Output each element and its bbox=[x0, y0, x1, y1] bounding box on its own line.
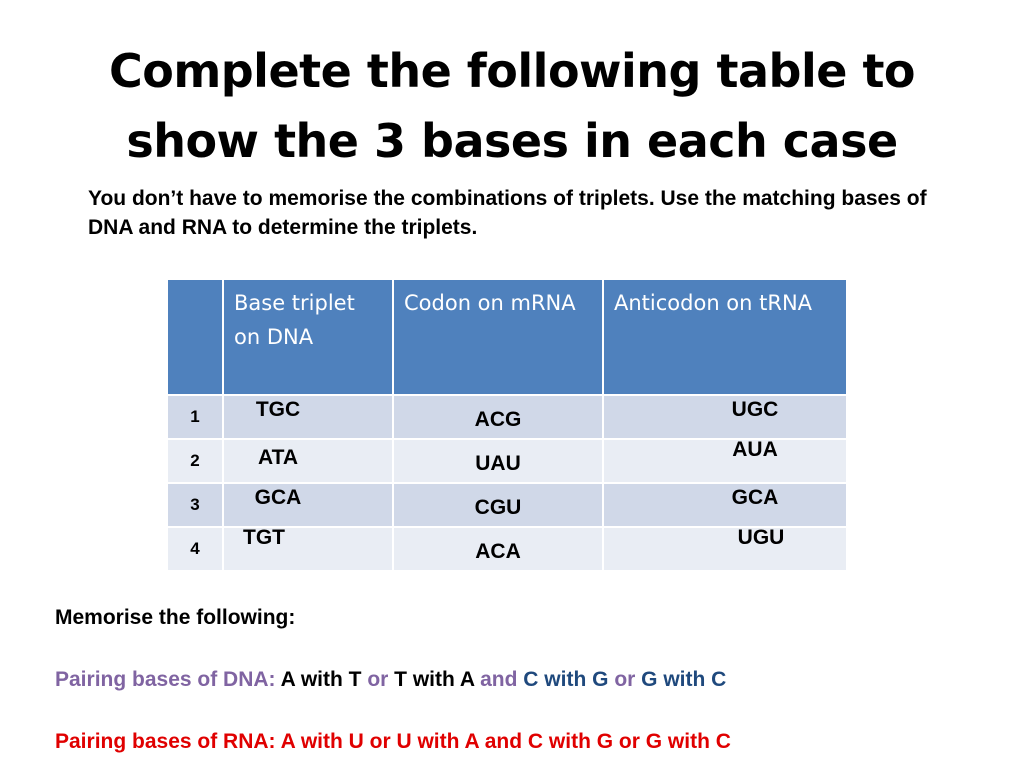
header-index bbox=[166, 278, 224, 396]
row-number: 3 bbox=[166, 482, 224, 528]
mrna-codon-cell: ACA bbox=[392, 526, 604, 572]
dna-pair-g-c: G with C bbox=[641, 668, 727, 691]
row-number: 1 bbox=[166, 394, 224, 440]
dna-triplet-cell: TGT bbox=[222, 526, 394, 572]
mrna-codon-cell: ACG bbox=[392, 394, 604, 440]
dna-triplet: ATA bbox=[257, 446, 299, 469]
dna-pair-a-t: A with T bbox=[280, 668, 362, 691]
title-line-1: Complete the following table to bbox=[108, 44, 916, 98]
trna-anticodon: UGC bbox=[731, 398, 779, 421]
trna-anticodon: GCA bbox=[731, 486, 779, 509]
bases-table: Base triplet on DNA Codon on mRNA Antico… bbox=[166, 278, 848, 572]
header-dna-triplet: Base triplet on DNA bbox=[222, 278, 394, 396]
instruction-text: You don’t have to memorise the combinati… bbox=[88, 187, 927, 239]
table-row: 2 ATA UAU AUA bbox=[166, 438, 848, 484]
memorise-heading: Memorise the following: bbox=[55, 606, 296, 629]
dna-or-2: or bbox=[614, 668, 636, 691]
dna-triplet-cell: TGC bbox=[222, 394, 394, 440]
trna-anticodon: AUA bbox=[732, 438, 778, 461]
title-line-2: show the 3 bases in each case bbox=[126, 114, 898, 168]
header-trna-anticodon: Anticodon on tRNA bbox=[602, 278, 848, 396]
dna-pairing-line: Pairing bases of DNA: A with T or T with… bbox=[55, 668, 726, 692]
trna-anticodon-cell: AUA bbox=[602, 438, 848, 484]
mrna-codon: ACG bbox=[474, 408, 522, 431]
dna-triplet-cell: GCA bbox=[222, 482, 394, 528]
dna-pair-c-g: C with G bbox=[523, 668, 609, 691]
dna-triplet: TGT bbox=[243, 526, 285, 549]
row-number: 4 bbox=[166, 526, 224, 572]
table-row: 1 TGC ACG UGC bbox=[166, 394, 848, 440]
dna-and: and bbox=[480, 668, 518, 691]
mrna-codon-cell: UAU bbox=[392, 438, 604, 484]
mrna-codon: ACA bbox=[475, 540, 521, 563]
dna-or-1: or bbox=[367, 668, 389, 691]
table-row: 3 GCA CGU GCA bbox=[166, 482, 848, 528]
table-header-row: Base triplet on DNA Codon on mRNA Antico… bbox=[166, 278, 848, 396]
trna-anticodon-cell: GCA bbox=[602, 482, 848, 528]
mrna-codon-cell: CGU bbox=[392, 482, 604, 528]
slide-title: Complete the following table to show the… bbox=[0, 36, 1024, 176]
table-row: 4 TGT ACA UGU bbox=[166, 526, 848, 572]
dna-triplet-cell: ATA bbox=[222, 438, 394, 484]
dna-triplet: TGC bbox=[255, 398, 301, 421]
row-number: 2 bbox=[166, 438, 224, 484]
trna-anticodon-cell: UGU bbox=[602, 526, 848, 572]
rna-pairing-line: Pairing bases of RNA: A with U or U with… bbox=[55, 730, 731, 753]
mrna-codon: UAU bbox=[475, 452, 521, 475]
dna-triplet: GCA bbox=[254, 486, 302, 509]
mrna-codon: CGU bbox=[474, 496, 522, 519]
trna-anticodon-cell: UGC bbox=[602, 394, 848, 440]
dna-pairing-label: Pairing bases of DNA: bbox=[55, 668, 276, 691]
dna-pair-t-a: T with A bbox=[394, 668, 475, 691]
header-mrna-codon: Codon on mRNA bbox=[392, 278, 604, 396]
trna-anticodon: UGU bbox=[737, 526, 785, 549]
